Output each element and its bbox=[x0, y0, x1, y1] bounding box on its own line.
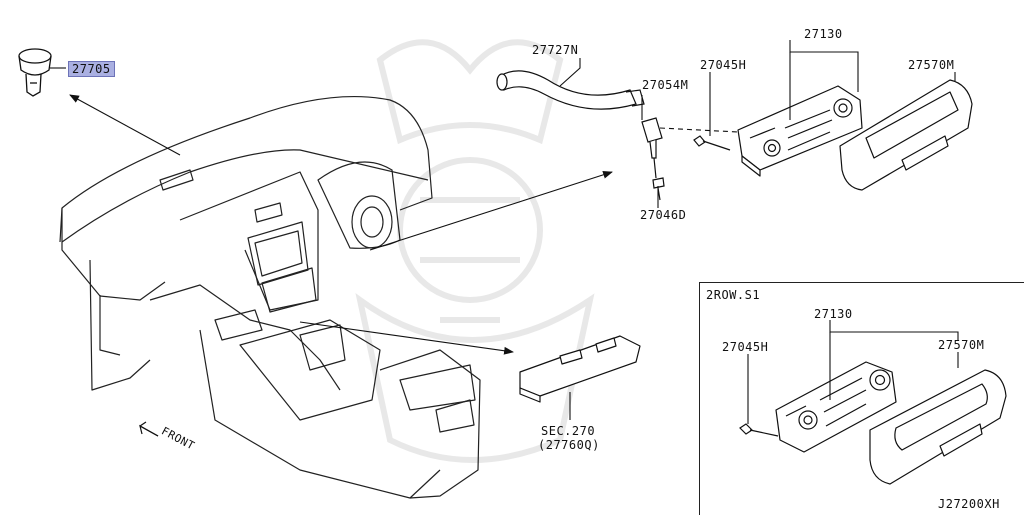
bezel-27570M-inset-icon bbox=[869, 369, 1007, 485]
label-27130-inset[interactable]: 27130 bbox=[814, 307, 853, 321]
screw-27045H-inset-icon bbox=[739, 423, 779, 437]
heater-control-27130-inset-icon bbox=[775, 361, 897, 453]
sensor-27054M-icon bbox=[641, 117, 663, 179]
screw-27046D-icon bbox=[652, 177, 665, 201]
sensor-27705-icon bbox=[18, 48, 52, 97]
heater-control-27130-top-icon bbox=[737, 85, 863, 177]
diagram-code: J27200XH bbox=[938, 497, 1000, 511]
label-sec270[interactable]: SEC.270 bbox=[541, 424, 596, 438]
label-27045H-inset[interactable]: 27045H bbox=[722, 340, 769, 354]
dashboard-assembly-icon bbox=[59, 95, 481, 499]
module-27760Q-icon bbox=[519, 335, 641, 403]
inset-title: 2ROW.S1 bbox=[706, 288, 761, 302]
inset-panel-2row-s1 bbox=[699, 282, 1024, 515]
aspirator-hose-27727N-icon bbox=[496, 70, 645, 110]
label-27570M-top[interactable]: 27570M bbox=[908, 58, 955, 72]
label-27045H-top[interactable]: 27045H bbox=[700, 58, 747, 72]
bezel-27570M-top-icon bbox=[839, 79, 973, 191]
label-27727N[interactable]: 27727N bbox=[532, 43, 579, 57]
watermark-emblem bbox=[355, 39, 595, 463]
front-arrow-icon bbox=[139, 421, 159, 437]
label-27570M-inset[interactable]: 27570M bbox=[938, 338, 985, 352]
label-27046D[interactable]: 27046D bbox=[640, 208, 687, 222]
label-27054M[interactable]: 27054M bbox=[642, 78, 689, 92]
leader-lines bbox=[50, 40, 956, 420]
screw-27045H-top-icon bbox=[693, 135, 731, 151]
label-27130-top[interactable]: 27130 bbox=[804, 27, 843, 41]
label-27760Q[interactable]: (27760Q) bbox=[538, 438, 600, 452]
inset-leader-lines bbox=[747, 320, 959, 424]
label-27705[interactable]: 27705 bbox=[68, 61, 115, 77]
